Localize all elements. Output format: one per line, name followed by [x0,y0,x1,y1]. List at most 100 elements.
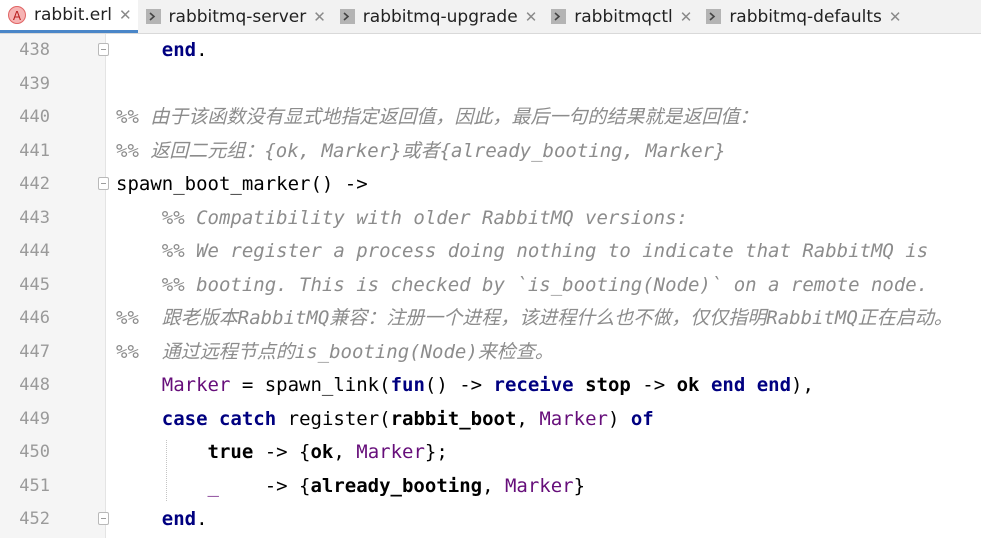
tab-rabbitmqctl[interactable]: rabbitmqctl ✕ [543,0,698,33]
code-token [116,441,208,463]
line-number: 438 [19,40,50,60]
line-number: 446 [19,308,50,328]
tab-rabbitmq-server[interactable]: rabbitmq-server ✕ [138,0,332,33]
code-token: %% 跟老版本RabbitMQ兼容：注册一个进程，该进程什么也不做，仅仅指明Ra… [116,307,953,329]
code-token: %% booting. This is checked by `is_booti… [161,273,929,296]
erlang-file-icon: A [8,6,26,24]
code-token [699,374,710,396]
code-editor[interactable]: 438 end. 439 440%% 由于该函数没有显式地指定返回值，因此，最后一句… [0,34,981,538]
close-icon[interactable]: ✕ [313,7,326,26]
code-text: %% 通过远程节点的is_booting(Node)来检查。 [116,336,554,370]
code-token: end [161,39,197,61]
close-icon[interactable]: ✕ [524,7,538,26]
close-icon[interactable]: ✕ [888,7,902,26]
code-line: 438 end. [0,34,981,68]
line-number: 443 [19,207,50,228]
code-token [574,374,585,396]
line-number: 451 [19,475,50,496]
code-token: register( [276,407,391,430]
code-token: fun [390,374,425,396]
fold-marker-icon[interactable] [98,43,109,56]
code-token: Marker [161,374,231,396]
code-token: Marker [356,441,425,463]
code-token [116,508,162,530]
code-line: 448 Marker = spawn_link(fun() -> receive… [0,369,981,403]
tab-label: rabbitmq-upgrade [362,6,518,27]
code-token: -> { [218,474,311,497]
code-token [116,274,162,296]
code-line: 447 %% 通过远程节点的is_booting(Node)来检查。 [0,336,981,370]
fold-marker-icon[interactable] [98,177,109,190]
code-token: }; [424,441,448,463]
code-line: 452 end. [0,503,981,537]
line-number: 442 [19,174,50,194]
code-token: () -> [424,374,494,396]
line-number: 441 [19,140,50,161]
tab-rabbitmq-upgrade[interactable]: rabbitmq-upgrade ✕ [332,0,543,33]
code-line: 445 %% booting. This is checked by `is_b… [0,269,981,303]
code-token: ok [676,374,700,396]
line-number: 445 [19,274,50,295]
code-token: receive [493,374,574,396]
code-token: end [710,374,746,396]
close-icon[interactable]: ✕ [679,7,693,26]
shell-script-icon [551,9,567,24]
code-token: Marker [539,407,608,430]
code-token [116,240,162,262]
code-token [208,408,219,430]
code-token: , [482,474,505,497]
code-line: 442 spawn_boot_marker() -> [0,168,981,202]
code-token: catch [218,407,277,430]
code-token [116,39,162,61]
close-icon[interactable]: ✕ [118,6,132,24]
code-token: . [196,508,208,530]
code-token: , [516,407,540,430]
code-line: 450 true -> {ok, Marker}; [0,436,981,470]
code-token: ), [791,374,814,396]
code-token: = spawn_link( [230,374,391,396]
code-token [116,374,162,396]
code-token: ) [607,407,631,430]
tab-label: rabbit.erl [34,5,112,25]
code-token: %% Compatibility with older RabbitMQ ver… [161,206,688,229]
code-token: true [207,441,254,463]
code-token: , [333,441,357,463]
code-text: %% booting. This is checked by `is_booti… [116,269,928,303]
line-number: 439 [19,73,50,94]
code-text: true -> {ok, Marker}; [116,436,448,470]
line-number: 448 [19,375,50,395]
code-token: ok [310,441,334,463]
code-token: end [756,374,792,396]
tab-label: rabbitmqctl [574,6,673,27]
code-line: 451 _ -> {already_booting, Marker} [0,470,981,504]
code-token: %% We register a process doing nothing t… [161,240,929,262]
code-token: end [161,508,197,530]
shell-script-icon [339,9,355,24]
tab-rabbitmq-defaults[interactable]: rabbitmq-defaults ✕ [698,0,901,33]
code-token: rabbit_boot [390,407,517,430]
code-token: already_booting [310,474,483,497]
code-text: %% 跟老版本RabbitMQ兼容：注册一个进程，该进程什么也不做，仅仅指明Ra… [116,302,953,336]
code-line: 440%% 由于该函数没有显式地指定返回值，因此，最后一句的结果就是返回值： [0,101,981,135]
line-number: 447 [19,341,50,362]
fold-marker-icon[interactable] [98,512,109,525]
code-token: } [573,474,586,497]
code-token: spawn_boot_marker() -> [116,173,368,195]
line-number: 452 [19,509,50,529]
code-text: case catch register(rabbit_boot, Marker)… [116,403,654,437]
code-token: -> { [253,441,311,463]
tab-label: rabbitmq-defaults [729,6,882,27]
code-line: 443 %% Compatibility with older RabbitMQ… [0,202,981,236]
code-token: stop [585,374,631,396]
code-token: . [196,39,208,61]
line-number: 449 [19,408,50,429]
code-token [116,475,208,497]
tab-label: rabbitmq-server [168,6,307,27]
code-line: 439 [0,68,981,102]
code-token [116,207,162,229]
code-token: %% 返回二元组：{ok, Marker}或者{already_booting,… [116,139,726,162]
line-number: 440 [19,107,50,127]
code-token: -> [630,374,677,396]
